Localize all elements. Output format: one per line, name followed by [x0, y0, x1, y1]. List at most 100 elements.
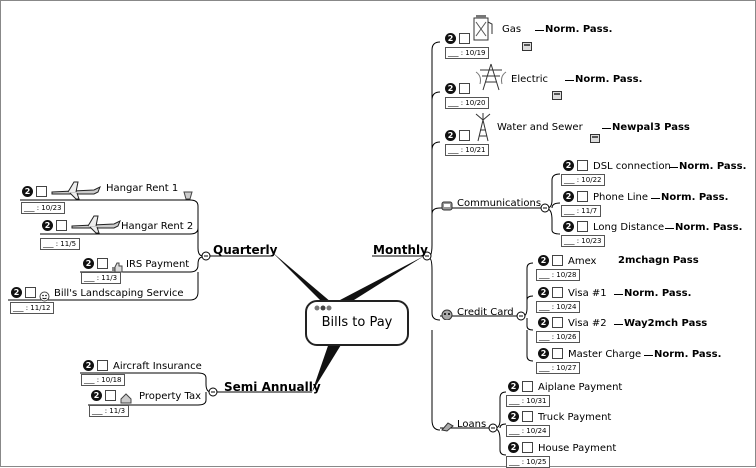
central-handle-icon[interactable] — [314, 296, 332, 311]
money-icon — [441, 417, 454, 436]
due-date[interactable]: ___ : 10/24 — [536, 301, 581, 313]
calculator-icon[interactable] — [183, 185, 193, 204]
group-label: Credit Card — [457, 307, 514, 318]
priority-2-icon: 2 — [22, 186, 33, 197]
priority-2-icon: 2 — [445, 130, 456, 141]
priority-2-icon: 2 — [508, 381, 519, 392]
task-checkbox[interactable] — [56, 220, 67, 231]
due-date[interactable]: ___ : 10/27 — [536, 362, 581, 374]
priority-2-icon: 2 — [538, 317, 549, 328]
password-tag: Newpal3 Pass — [612, 122, 690, 133]
due-date[interactable]: ___ : 11/3 — [81, 272, 122, 284]
task-checkbox[interactable] — [522, 411, 533, 422]
due-date[interactable]: ___ : 11/7 — [561, 205, 602, 217]
credit-card-icon — [441, 305, 453, 324]
task-checkbox[interactable] — [97, 360, 108, 371]
priority-2-icon: 2 — [563, 160, 574, 171]
task-checkbox[interactable] — [552, 348, 563, 359]
password-tag: Way2mch Pass — [624, 318, 708, 329]
item-label: Truck Payment — [538, 412, 612, 423]
task-checkbox[interactable] — [459, 130, 470, 141]
due-date[interactable]: ___ : 10/26 — [536, 331, 581, 343]
task-checkbox[interactable] — [522, 381, 533, 392]
item-label: Electric — [511, 74, 549, 85]
item-label: Visa #2 — [568, 318, 607, 329]
task-checkbox[interactable] — [577, 191, 588, 202]
task-checkbox[interactable] — [552, 317, 563, 328]
priority-2-icon: 2 — [83, 360, 94, 371]
task-checkbox[interactable] — [459, 33, 470, 44]
priority-2-icon: 2 — [42, 220, 53, 231]
group-label: Communications — [457, 198, 542, 209]
quarterly-connectors — [8, 199, 272, 301]
item-label: DSL connection — [593, 161, 671, 172]
due-date[interactable]: ___ : 10/31 — [506, 395, 551, 407]
task-checkbox[interactable] — [577, 160, 588, 171]
due-date[interactable]: ___ : 10/23 — [561, 235, 606, 247]
due-date[interactable]: ___ : 10/20 — [445, 97, 490, 109]
task-checkbox[interactable] — [36, 186, 47, 197]
central-branches — [272, 252, 424, 392]
password-tag: Norm. Pass. — [654, 349, 722, 360]
item-label: House Payment — [538, 443, 617, 454]
task-checkbox[interactable] — [25, 287, 36, 298]
item-label: Hangar Rent 2 — [121, 221, 194, 232]
item-label: Property Tax — [139, 391, 201, 402]
calculator-icon[interactable] — [590, 128, 600, 147]
password-tag: Norm. Pass. — [624, 288, 692, 299]
due-date[interactable]: ___ : 11/3 — [89, 405, 130, 417]
due-date[interactable]: ___ : 11/12 — [10, 302, 55, 314]
windmill-icon — [474, 112, 492, 146]
task-checkbox[interactable] — [522, 442, 533, 453]
task-checkbox[interactable] — [552, 255, 563, 266]
priority-2-icon: 2 — [508, 411, 519, 422]
priority-2-icon: 2 — [11, 287, 22, 298]
item-label: Phone Line — [593, 192, 648, 203]
priority-2-icon: 2 — [538, 287, 549, 298]
task-checkbox[interactable] — [105, 390, 116, 401]
calculator-icon[interactable] — [552, 85, 562, 104]
due-date[interactable]: ___ : 10/23 — [21, 202, 66, 214]
priority-2-icon: 2 — [538, 255, 549, 266]
item-label: Water and Sewer — [497, 122, 583, 133]
branch-quarterly[interactable]: Quarterly — [213, 243, 278, 257]
password-tag: 2mchagn Pass — [618, 255, 699, 266]
semi-annual-branch-wedge — [312, 340, 344, 392]
due-date[interactable]: ___ : 10/18 — [81, 374, 126, 386]
task-checkbox[interactable] — [552, 287, 563, 298]
password-tag: Norm. Pass. — [679, 161, 747, 172]
priority-2-icon: 2 — [83, 258, 94, 269]
item-label: Hangar Rent 1 — [106, 183, 179, 194]
priority-2-icon: 2 — [538, 348, 549, 359]
due-date[interactable]: ___ : 10/24 — [506, 425, 551, 437]
airplane-icon — [50, 180, 102, 204]
collapse-toggles[interactable] — [201, 203, 550, 433]
branch-semi-annually[interactable]: Semi Annually — [224, 380, 321, 394]
priority-2-icon: 2 — [91, 390, 102, 401]
item-label: Aiplane Payment — [538, 382, 623, 393]
due-date[interactable]: ___ : 10/19 — [445, 47, 490, 59]
item-label: Amex — [568, 256, 597, 267]
due-date[interactable]: ___ : 10/28 — [536, 269, 581, 281]
calculator-icon[interactable] — [522, 36, 532, 55]
password-tag: Norm. Pass. — [545, 24, 613, 35]
priority-2-icon: 2 — [445, 83, 456, 94]
airplane-icon — [70, 214, 122, 238]
phone-icon — [441, 196, 453, 215]
group-label: Loans — [457, 419, 487, 430]
branch-monthly[interactable]: Monthly — [373, 243, 428, 257]
item-label: Bill's Landscaping Service — [54, 288, 184, 299]
central-topic-label: Bills to Pay — [321, 315, 393, 330]
due-date[interactable]: ___ : 10/25 — [506, 456, 551, 468]
due-date[interactable]: ___ : 10/21 — [445, 144, 490, 156]
task-checkbox[interactable] — [577, 221, 588, 232]
password-tag: Norm. Pass. — [661, 192, 729, 203]
item-label: Gas — [502, 24, 522, 35]
due-date[interactable]: ___ : 10/22 — [561, 174, 606, 186]
task-checkbox[interactable] — [459, 83, 470, 94]
priority-2-icon: 2 — [563, 191, 574, 202]
due-date[interactable]: ___ : 11/5 — [40, 238, 81, 250]
task-checkbox[interactable] — [97, 258, 108, 269]
item-label: Visa #1 — [568, 288, 607, 299]
